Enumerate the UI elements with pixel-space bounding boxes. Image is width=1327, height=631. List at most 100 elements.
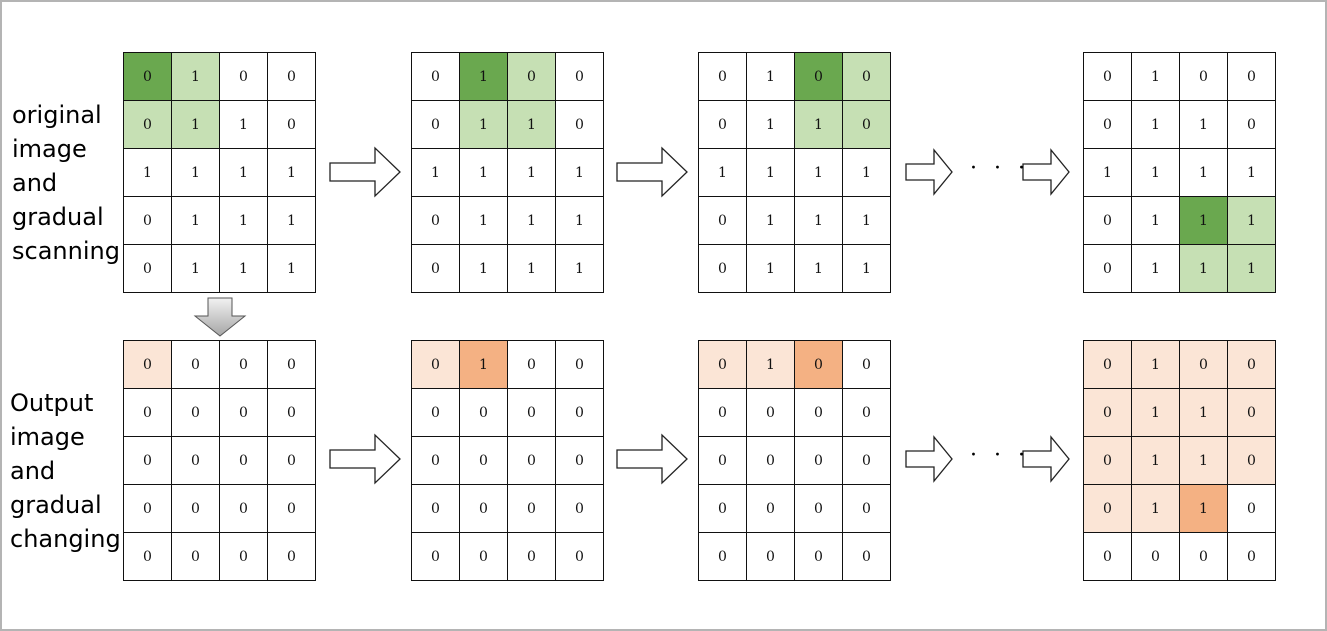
grid-cell: 1: [172, 101, 220, 149]
grid-cell: 0: [412, 197, 460, 245]
grid-cell: 1: [1132, 101, 1180, 149]
grid-cell: 1: [747, 245, 795, 293]
grid-cell: 1: [1084, 149, 1132, 197]
grid-cell: 0: [1228, 101, 1276, 149]
right-arrow-icon: [616, 433, 688, 485]
grid-cell: 0: [508, 533, 556, 581]
grid-cell: 1: [747, 197, 795, 245]
grid-cell: 1: [556, 245, 604, 293]
grid-cell: 0: [1084, 437, 1132, 485]
grid-cell: 0: [412, 341, 460, 389]
grid-cell: 0: [843, 341, 891, 389]
grid-cell: 0: [1084, 53, 1132, 101]
grid-cell: 0: [1228, 485, 1276, 533]
grid-cell: 0: [124, 197, 172, 245]
label-line: Output: [10, 389, 94, 417]
grid-cell: 0: [699, 53, 747, 101]
right-arrow-icon: [329, 146, 401, 198]
label-output-image: Output image and gradual changing: [10, 386, 121, 556]
grid-cell: 1: [460, 341, 508, 389]
grid-cell: 0: [747, 485, 795, 533]
right-arrow-icon: [905, 435, 953, 483]
grid-cell: 1: [795, 197, 843, 245]
grid-cell: 0: [412, 389, 460, 437]
grid-cell: 0: [556, 437, 604, 485]
grid-cell: 1: [1180, 245, 1228, 293]
grid-cell: 0: [220, 341, 268, 389]
grid-cell: 0: [172, 389, 220, 437]
grid-cell: 1: [843, 245, 891, 293]
grid-cell: 1: [556, 149, 604, 197]
grid-cell: 0: [124, 437, 172, 485]
grid-cell: 1: [220, 245, 268, 293]
grid-cell: 1: [843, 197, 891, 245]
grid-cell: 0: [843, 101, 891, 149]
grid-cell: 0: [843, 389, 891, 437]
label-line: and: [12, 169, 58, 197]
grid-cell: 0: [699, 437, 747, 485]
grid-cell: 0: [124, 101, 172, 149]
grid-cell: 0: [1084, 341, 1132, 389]
grid-cell: 1: [172, 149, 220, 197]
grid-cell: 1: [220, 101, 268, 149]
grid-cell: 1: [508, 149, 556, 197]
grid-cell: 0: [747, 437, 795, 485]
grid-cell: 1: [1228, 197, 1276, 245]
grid-cell: 1: [172, 245, 220, 293]
grid-cell: 0: [268, 101, 316, 149]
grid-cell: 0: [172, 437, 220, 485]
label-line: gradual: [10, 491, 102, 519]
grid-cell: 1: [747, 149, 795, 197]
grid-cell: 0: [412, 437, 460, 485]
grid-cell: 1: [460, 101, 508, 149]
grid-cell: 1: [1180, 149, 1228, 197]
grid-cell: 1: [172, 53, 220, 101]
grid-cell: 0: [1084, 389, 1132, 437]
grid-cell: 0: [843, 437, 891, 485]
grid-cell: 1: [1132, 485, 1180, 533]
down-arrow-icon: [193, 297, 247, 337]
grid-cell: 1: [747, 341, 795, 389]
grid-cell: 1: [1228, 149, 1276, 197]
grid-cell: 0: [268, 389, 316, 437]
label-line: and: [10, 457, 56, 485]
grid-cell: 0: [1228, 389, 1276, 437]
grid-cell: 0: [1132, 533, 1180, 581]
grid-cell: 0: [508, 389, 556, 437]
grid-cell: 0: [172, 341, 220, 389]
grid-cell: 0: [1180, 341, 1228, 389]
ellipsis: · · ·: [970, 443, 1030, 468]
grid-cell: 0: [124, 485, 172, 533]
right-arrow-icon: [1022, 148, 1070, 196]
grid-cell: 0: [1084, 197, 1132, 245]
grid-cell: 0: [556, 101, 604, 149]
grid-cell: 0: [460, 389, 508, 437]
label-original-image: original image and gradual scanning: [12, 98, 120, 268]
grid-cell: 0: [412, 101, 460, 149]
grid-cell: 0: [124, 245, 172, 293]
grid-cell: 1: [747, 53, 795, 101]
grid-cell: 0: [843, 533, 891, 581]
grid-cell: 0: [124, 341, 172, 389]
grid-cell: 0: [556, 53, 604, 101]
grid-cell: 0: [699, 101, 747, 149]
grid-cell: 1: [1132, 149, 1180, 197]
grid-cell: 0: [172, 533, 220, 581]
grid-cell: 0: [508, 437, 556, 485]
grid-cell: 1: [795, 245, 843, 293]
grid-cell: 0: [508, 485, 556, 533]
grid-cell: 1: [1180, 101, 1228, 149]
grid-cell: 0: [556, 533, 604, 581]
grid-cell: 0: [268, 437, 316, 485]
grid-cell: 1: [795, 101, 843, 149]
grid-cell: 1: [699, 149, 747, 197]
grid-cell: 0: [747, 533, 795, 581]
grid-cell: 0: [508, 341, 556, 389]
label-line: image: [12, 135, 87, 163]
grid-cell: 0: [1084, 533, 1132, 581]
